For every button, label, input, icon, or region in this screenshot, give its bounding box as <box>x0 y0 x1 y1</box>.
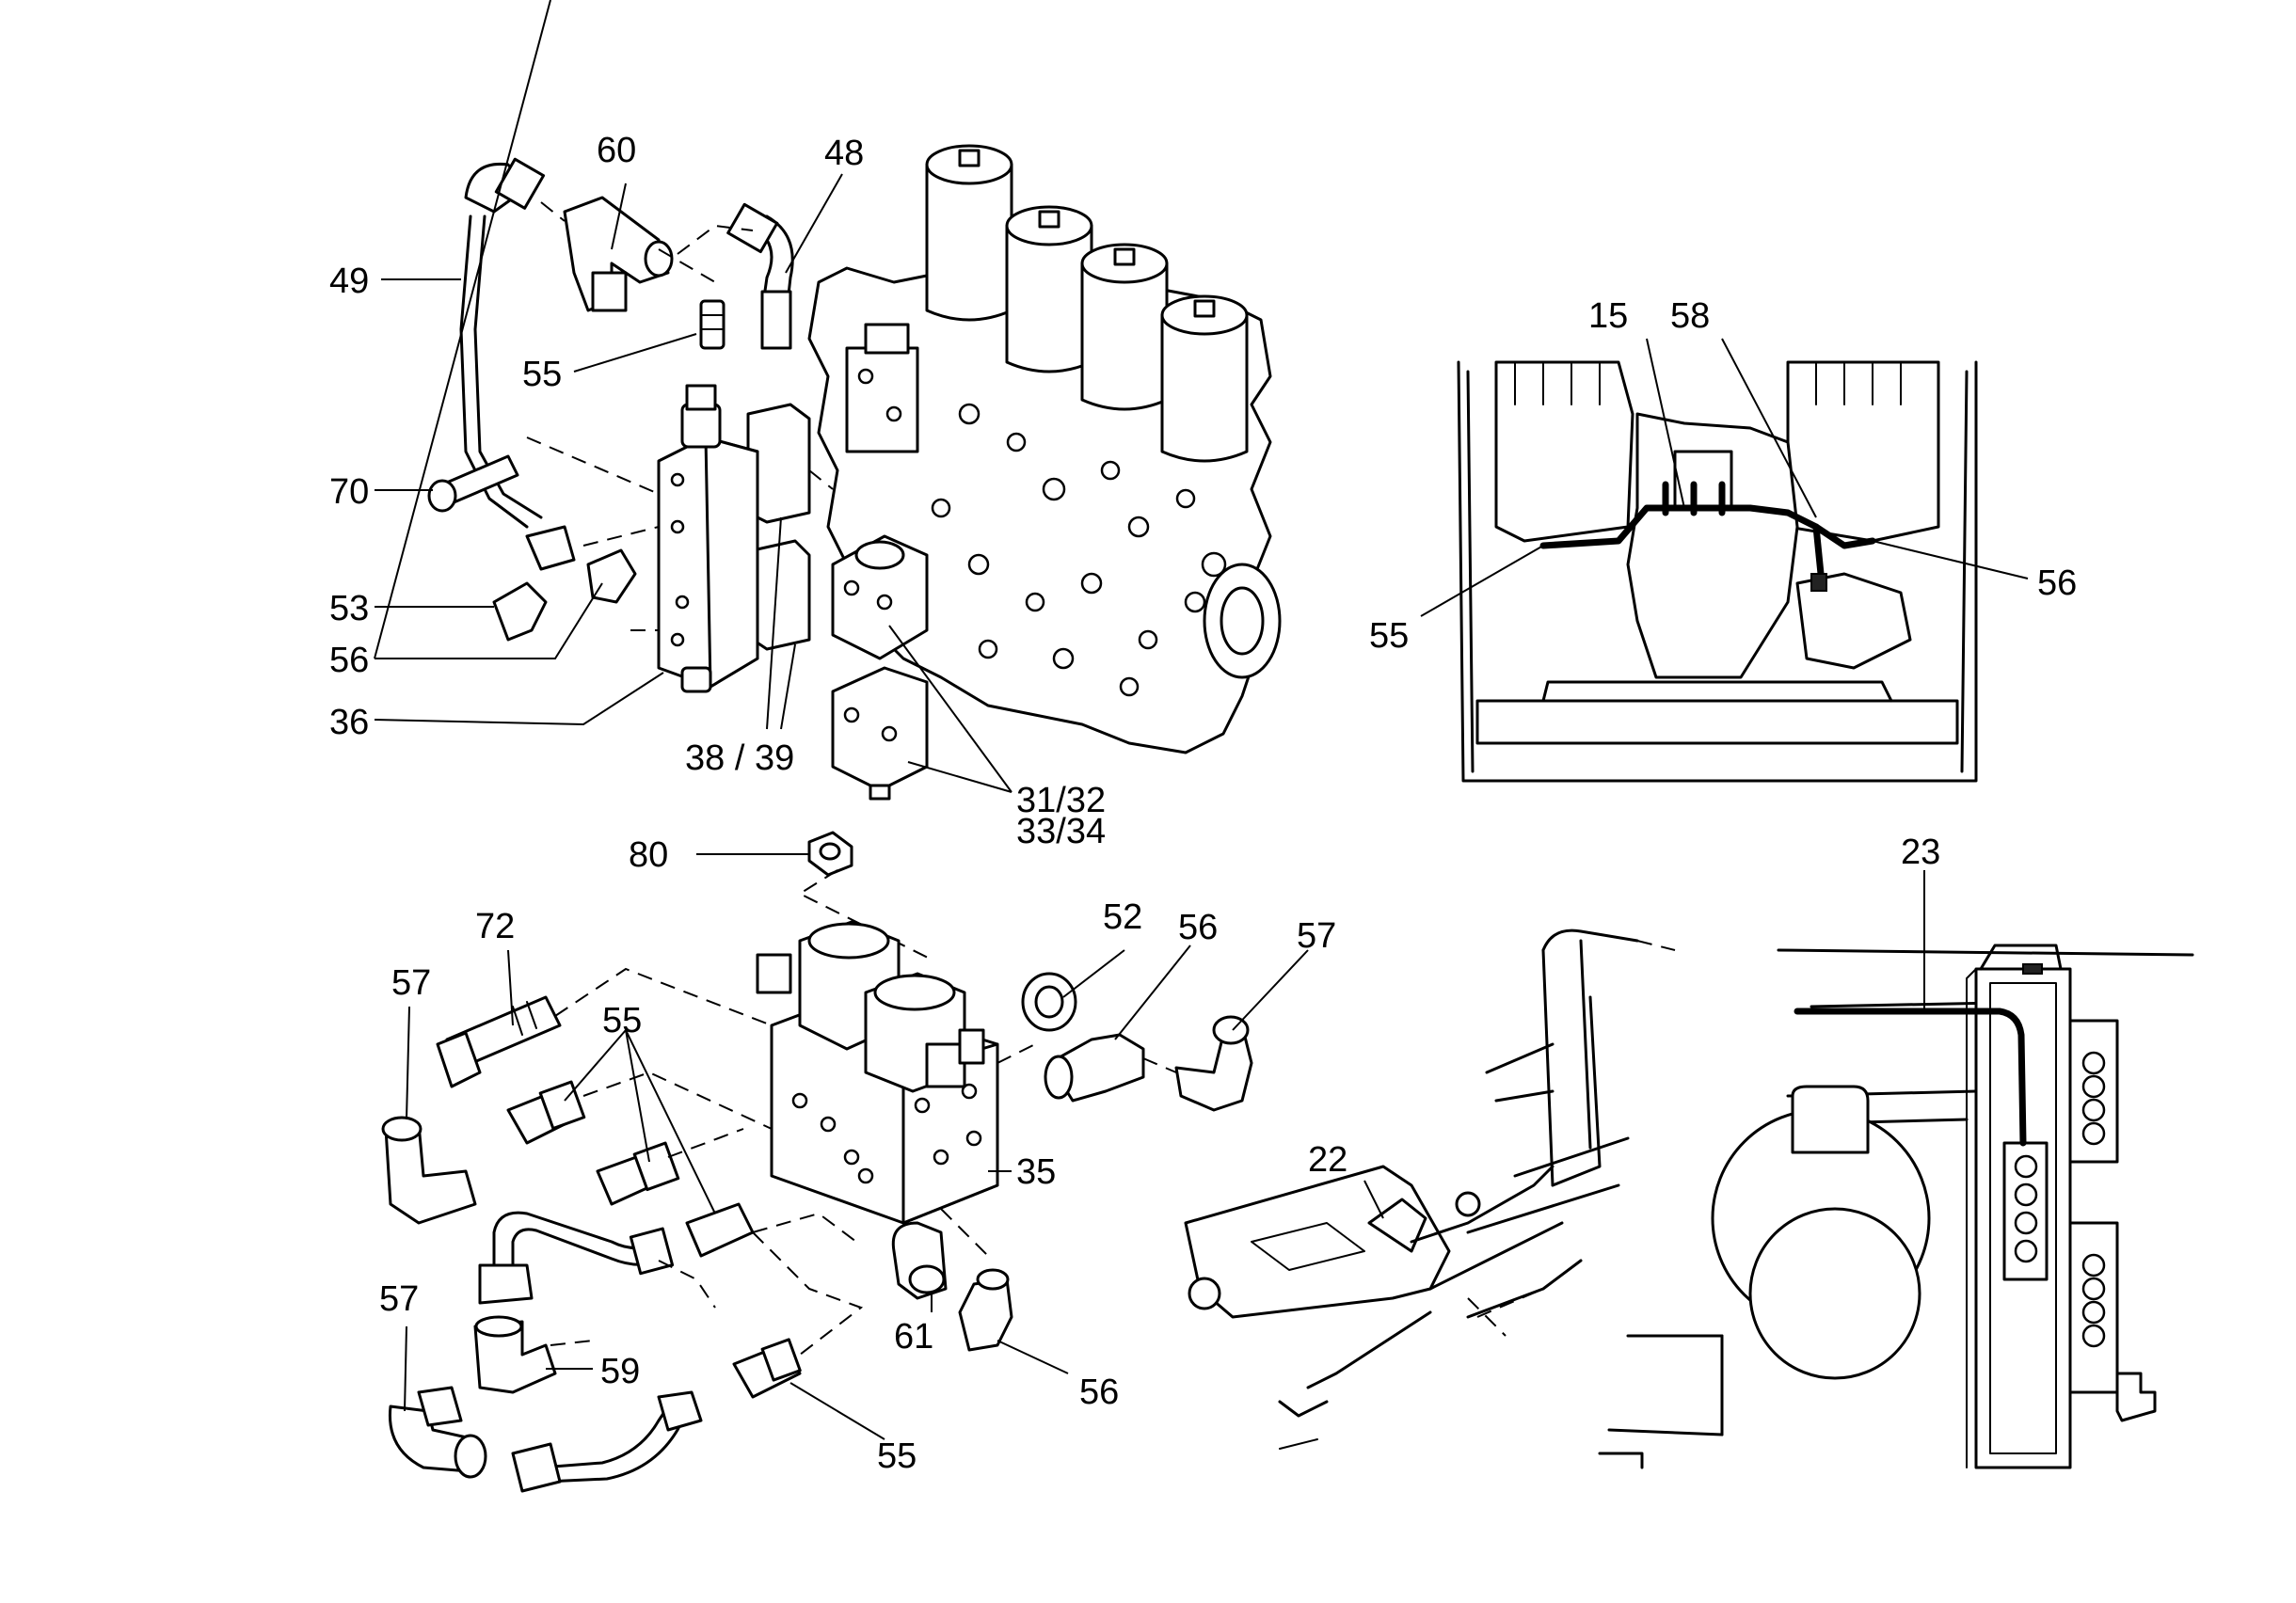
solenoid-coil-lower <box>831 666 929 801</box>
callout-57-right: 57 <box>1297 916 1336 956</box>
tee-fitting-59 <box>473 1315 557 1394</box>
elbow-fitting-57-right <box>1174 1015 1253 1112</box>
control-lever-view <box>1184 928 1676 1450</box>
callout-36: 36 <box>329 703 369 742</box>
fitting-55-a <box>506 1080 586 1145</box>
callout-22: 22 <box>1308 1140 1347 1180</box>
solenoid-cylinder-4 <box>1160 294 1249 463</box>
fitting-56-bottom <box>958 1268 1013 1352</box>
chassis-top-view <box>1457 360 1978 783</box>
callout-33-34: 33/34 <box>1016 812 1106 851</box>
hose-49 <box>459 157 546 529</box>
nut-80 <box>807 831 853 877</box>
callout-15: 15 <box>1588 296 1628 336</box>
callout-61: 61 <box>894 1317 933 1357</box>
callout-56-right: 56 <box>1178 908 1218 947</box>
fitting-52 <box>1021 972 1077 1032</box>
bolt-70 <box>427 454 519 513</box>
callout-31-32: 31/32 <box>1016 781 1106 820</box>
callout-57-bottom: 57 <box>379 1279 419 1319</box>
callout-55-bottom: 55 <box>877 1436 917 1476</box>
fitting-left-mid <box>525 525 576 571</box>
valve-block-36 <box>657 384 759 693</box>
elbow-fitting-57-bottom <box>388 1386 487 1479</box>
callout-56-chassis: 56 <box>2037 563 2077 603</box>
fitting-55-d <box>732 1338 802 1399</box>
hose-48 <box>726 202 794 350</box>
valve-block-35 <box>756 920 999 1225</box>
valve-body-holes <box>931 403 1227 697</box>
fitting-56-left <box>586 548 637 604</box>
callout-48: 48 <box>824 134 864 173</box>
solenoid-cylinder-2 <box>1005 205 1093 373</box>
fitting-55-b <box>596 1141 680 1206</box>
callout-60: 60 <box>597 131 636 170</box>
callout-55-chassis: 55 <box>1369 616 1409 656</box>
callout-labels: 60 48 49 55 70 53 56 36 38 / 39 31/32 33… <box>329 131 2077 1476</box>
elbow-fitting-61 <box>891 1221 948 1300</box>
callout-72: 72 <box>475 907 515 946</box>
connector-panel-view <box>1598 944 2194 1469</box>
callout-59: 59 <box>600 1352 640 1391</box>
pipe-lower <box>539 1405 670 1469</box>
tee-fitting-60 <box>563 196 674 312</box>
callout-55-cluster: 55 <box>602 1001 642 1040</box>
callout-52: 52 <box>1103 897 1142 937</box>
callout-58: 58 <box>1670 296 1710 336</box>
gasket-plate-39 <box>751 539 811 651</box>
leader-80 <box>797 869 933 960</box>
fitting-53 <box>492 581 548 642</box>
callout-56: 56 <box>329 641 369 680</box>
callout-53: 53 <box>329 589 369 628</box>
valve-bank-assembly <box>807 144 1282 754</box>
callout-80: 80 <box>629 835 668 875</box>
fitting-56-mid <box>1044 1033 1145 1103</box>
callout-38-39: 38 / 39 <box>685 738 794 778</box>
callout-57-left: 57 <box>391 963 431 1003</box>
callout-55: 55 <box>522 355 562 394</box>
callout-35: 35 <box>1016 1152 1056 1192</box>
bolt-72 <box>436 995 562 1088</box>
pipe-upper <box>492 1211 651 1272</box>
callout-23: 23 <box>1901 833 1940 872</box>
callout-49: 49 <box>329 262 369 301</box>
solenoid-coil-upper <box>831 534 929 660</box>
leader-lines <box>374 0 2029 1440</box>
solenoid-cylinder-3 <box>1080 243 1169 411</box>
fitting-55-c <box>685 1202 755 1258</box>
fitting-55-top <box>699 299 725 350</box>
callout-56-bottom: 56 <box>1079 1373 1119 1412</box>
elbow-fitting-57-left <box>381 1116 477 1225</box>
callout-70: 70 <box>329 472 369 512</box>
